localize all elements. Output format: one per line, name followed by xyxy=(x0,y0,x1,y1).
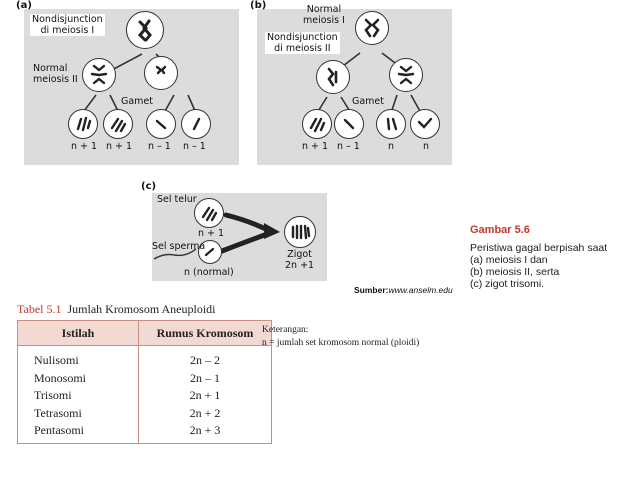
panel-b-gamet-label: Gamet xyxy=(352,96,385,107)
panel-a-gamet-label: Gamet xyxy=(121,96,154,107)
panel-a-gamete-label-4: n – 1 xyxy=(183,141,206,152)
panel-a-meiosis2-cell-right xyxy=(144,56,178,90)
table-row: Tetrasomi 2n + 2 xyxy=(17,404,272,422)
label-line: Nondisjunction xyxy=(267,32,338,43)
panel-a-gamete-label-2: n + 1 xyxy=(106,141,133,152)
panel-b-nondisjunction-label: Nondisjunction di meiosis II xyxy=(265,32,340,54)
label-line: 2n +1 xyxy=(285,260,315,271)
panel-c-zygote-label: Zigot 2n +1 xyxy=(285,249,314,271)
chromosome-icon xyxy=(291,224,311,240)
chromosome-icon xyxy=(397,65,415,85)
panel-a-parent-cell xyxy=(126,11,164,49)
panel-c-egg-value: n + 1 xyxy=(198,228,225,239)
label-line: Nondisjunction xyxy=(32,14,103,25)
panel-b-gamete-3 xyxy=(376,109,406,139)
table-cell-formula: 2n + 2 xyxy=(138,404,272,422)
figure-caption-line: Peristiwa gagal berpisah saat xyxy=(470,242,608,254)
source-prefix: Sumber: xyxy=(354,285,389,295)
table-cell-formula: 2n + 1 xyxy=(138,387,272,405)
chromosome-icon xyxy=(204,247,215,257)
chromosome-icon xyxy=(386,117,398,131)
table-cell-formula: 2n + 3 xyxy=(138,422,272,444)
chromosome-icon xyxy=(327,67,338,87)
panel-b-gamete-label-1: n + 1 xyxy=(302,141,329,152)
panel-c-egg-cell xyxy=(194,198,224,228)
chromosome-icon xyxy=(192,117,201,131)
chromosome-icon xyxy=(201,206,218,222)
notes-heading: Keterangan: xyxy=(262,325,309,335)
panel-a-nondisjunction-label: Nondisjunction di meiosis I xyxy=(30,14,105,36)
table-header-cell: Rumus Kromosom xyxy=(138,320,272,346)
source-url: www.anselm.edu xyxy=(388,285,453,295)
chromosome-icon xyxy=(343,118,355,130)
label-line: di meiosis I xyxy=(40,25,95,36)
aneuploidy-table: Istilah Rumus Kromosom Nulisomi 2n – 2 M… xyxy=(17,320,272,444)
table-cell-term: Nulisomi xyxy=(17,345,139,370)
label-line: meiosis I xyxy=(303,15,345,26)
panel-c-sperm-value: n (normal) xyxy=(184,267,234,278)
fertilization-arrows xyxy=(153,212,280,260)
table-cell-term: Monosomi xyxy=(17,369,139,387)
chromosome-icon xyxy=(90,64,108,85)
panel-a-gamete-2 xyxy=(103,109,133,139)
chromosome-icon xyxy=(76,116,92,132)
table-cell-term: Trisomi xyxy=(17,387,139,405)
table-title: Tabel 5.1 Jumlah Kromosom Aneuploidi xyxy=(17,302,215,317)
panel-a-gamete-label-1: n + 1 xyxy=(71,141,98,152)
figure-caption-line: (c) zigot trisomi. xyxy=(470,278,545,290)
table-header-cell: Istilah xyxy=(17,320,139,346)
notes-text: n = jumlah set kromosom normal (ploidi) xyxy=(262,338,420,348)
table-number: Tabel 5.1 xyxy=(17,302,62,316)
panel-c-sperm-label: Sel sperma xyxy=(152,241,206,252)
panel-a-normal-label: Normal meiosis II xyxy=(33,63,78,85)
table-cell-term: Pentasomi xyxy=(17,422,139,444)
panel-b-parent-cell xyxy=(355,11,389,45)
panel-a-gamete-1 xyxy=(68,109,98,139)
figure-caption-title: Gambar 5.6 xyxy=(470,224,530,236)
panel-a-tag: (a) xyxy=(16,0,32,11)
label-line: Zigot xyxy=(287,249,312,260)
table-row: Pentasomi 2n + 3 xyxy=(17,422,272,444)
label-line: di meiosis II xyxy=(274,43,331,54)
label-line: Normal xyxy=(33,63,68,74)
table-row: Nulisomi 2n – 2 xyxy=(17,345,272,370)
table-header-row: Istilah Rumus Kromosom xyxy=(17,320,272,346)
panel-b-normal-label: Normal meiosis I xyxy=(303,4,345,26)
chromosome-icon xyxy=(309,117,326,133)
table-cell-formula: 2n – 1 xyxy=(138,369,272,387)
chromosome-icon xyxy=(155,65,167,75)
table-cell-formula: 2n – 2 xyxy=(138,345,272,370)
panel-b-tag: (b) xyxy=(250,0,267,11)
table-cell-term: Tetrasomi xyxy=(17,404,139,422)
panel-b-gamete-1 xyxy=(302,109,332,139)
panel-c-egg-label: Sel telur xyxy=(157,194,197,205)
chromosome-icon xyxy=(417,117,433,129)
chromosome-icon xyxy=(364,18,380,38)
figure-caption-line: (a) meiosis I dan xyxy=(470,254,548,266)
chromosome-icon xyxy=(110,117,127,133)
panel-b-meiosis2-cell-left xyxy=(316,60,350,94)
panel-b-gamete-label-2: n – 1 xyxy=(337,141,360,152)
panel-b-gamete-label-4: n xyxy=(423,141,430,152)
figure-caption-line: (b) meiosis II, serta xyxy=(470,266,560,278)
panel-c-tag: (c) xyxy=(141,181,157,192)
label-line: Normal xyxy=(306,4,342,15)
table-row: Monosomi 2n – 1 xyxy=(17,369,272,387)
label-line: meiosis II xyxy=(33,74,78,85)
chromosome-icon xyxy=(155,119,167,130)
figure-source: Sumber:www.anselm.edu xyxy=(354,285,453,295)
chromosome-icon xyxy=(137,19,152,42)
table-title-text: Jumlah Kromosom Aneuploidi xyxy=(67,302,216,316)
panel-a-gamete-label-3: n – 1 xyxy=(148,141,171,152)
table-row: Trisomi 2n + 1 xyxy=(17,387,272,405)
panel-b-gamete-4 xyxy=(410,109,440,139)
panel-b-gamete-label-3: n xyxy=(388,141,395,152)
